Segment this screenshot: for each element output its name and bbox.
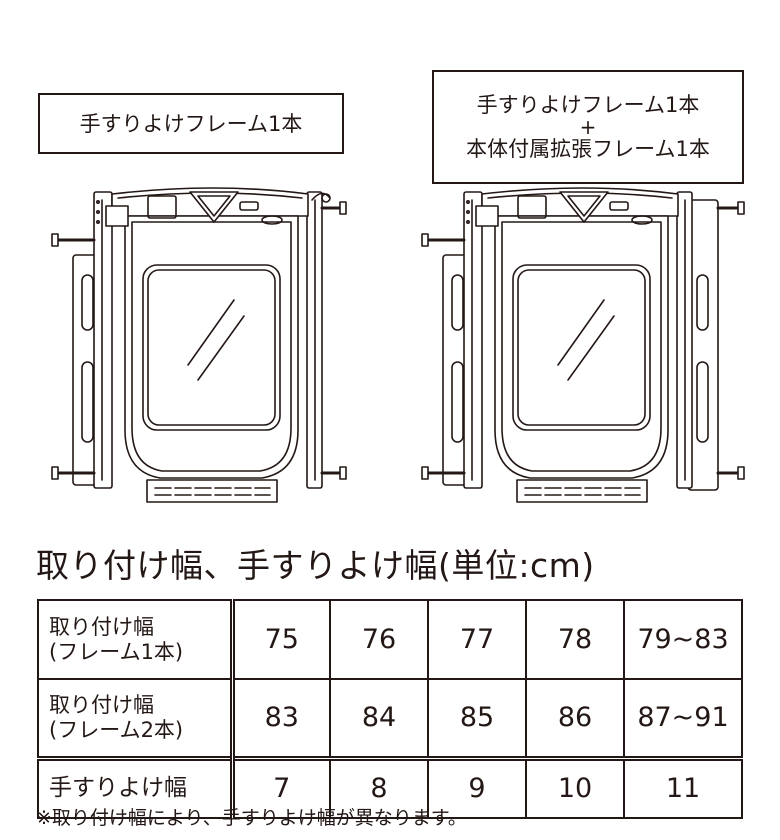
row-header: 取り付け幅 (フレーム1本) — [37, 599, 235, 680]
table-cell: 84 — [329, 678, 429, 759]
row-header: 取り付け幅 (フレーム2本) — [37, 678, 235, 759]
label-plus: + — [579, 115, 597, 139]
label-one-frame-text: 手すりよけフレーム1本 — [79, 111, 303, 136]
table-cell: 10 — [525, 755, 625, 819]
table-cell: 11 — [623, 755, 743, 819]
table-cell: 8 — [329, 755, 429, 819]
table-cell: 83 — [231, 678, 331, 759]
table-cell: 9 — [427, 755, 527, 819]
row-header-line2: (フレーム1本) — [49, 639, 184, 664]
table-cell: 85 — [427, 678, 527, 759]
table-cell: 78 — [525, 599, 625, 680]
section-title: 取り付け幅、手すりよけ幅(単位:cm) — [36, 546, 595, 585]
label-two-frames: 手すりよけフレーム1本 + 本体付属拡張フレーム1本 — [432, 70, 744, 184]
table-cell: 75 — [231, 599, 331, 680]
table-cell: 86 — [525, 678, 625, 759]
label-two-frames-line2: 本体付属拡張フレーム1本 — [466, 137, 710, 161]
table-cell: 79~83 — [623, 599, 743, 680]
row-header-line1: 取り付け幅 — [49, 692, 154, 717]
gate-illustration-two-frames — [421, 187, 745, 503]
table-row-two-frames: 取り付け幅 (フレーム2本) 83 84 85 86 87~91 — [37, 678, 743, 759]
row-header-line1: 取り付け幅 — [49, 614, 154, 639]
table-row-one-frame: 取り付け幅 (フレーム1本) 75 76 77 78 79~83 — [37, 599, 743, 680]
label-one-frame: 手すりよけフレーム1本 — [38, 93, 344, 154]
row-header-line2: (フレーム2本) — [49, 717, 184, 742]
table-cell: 76 — [329, 599, 429, 680]
table-cell: 87~91 — [623, 678, 743, 759]
row-header: 手すりよけ幅 — [37, 755, 235, 819]
table-cell: 7 — [231, 755, 331, 819]
footnote: ※取り付け幅により、手すりよけ幅が異なります。 — [36, 807, 467, 829]
gate-illustration-one-frame — [51, 187, 347, 503]
table-row-clearance: 手すりよけ幅 7 8 9 10 11 — [37, 755, 743, 819]
label-two-frames-line1: 手すりよけフレーム1本 — [476, 93, 700, 117]
width-spec-table: 取り付け幅 (フレーム1本) 75 76 77 78 79~83 取り付け幅 (… — [37, 599, 743, 819]
table-cell: 77 — [427, 599, 527, 680]
